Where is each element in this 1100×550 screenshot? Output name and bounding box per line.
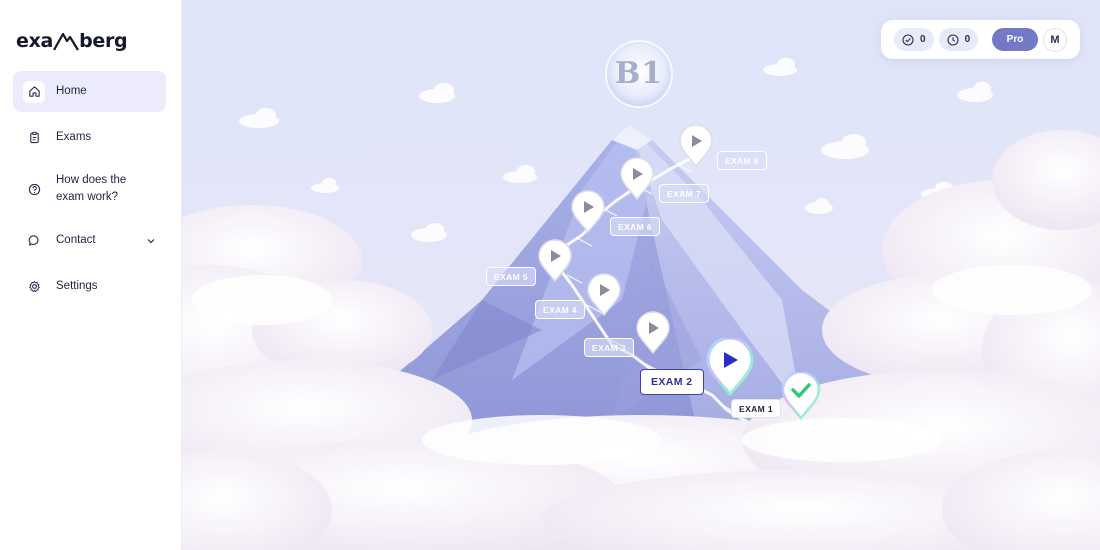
mountain-logo-icon xyxy=(53,32,80,51)
chevron-down-icon[interactable] xyxy=(146,236,156,246)
play-icon xyxy=(584,201,594,213)
sidebar-item-how-exam-works[interactable]: How does the exam work? xyxy=(13,163,166,215)
sidebar-item-label: Contact xyxy=(56,234,96,246)
user-avatar[interactable]: M xyxy=(1043,28,1067,52)
clipboard-icon xyxy=(23,127,45,149)
play-icon xyxy=(649,322,659,334)
mountain-scene-illustration xyxy=(182,40,1100,550)
exam-3-label[interactable]: EXAM 3 xyxy=(584,338,635,357)
examberg-logo[interactable]: exa berg xyxy=(16,22,128,52)
exam-8-label[interactable]: EXAM 8 xyxy=(717,151,768,170)
sidebar: exa berg Home Exams How does the exam wo… xyxy=(0,0,182,550)
exam-4-pin[interactable] xyxy=(586,273,622,317)
exam-5-label[interactable]: EXAM 5 xyxy=(486,267,537,286)
play-icon xyxy=(551,250,561,262)
exam-5-pin[interactable] xyxy=(537,239,573,283)
time-count: 0 xyxy=(964,34,971,45)
top-status-bar: 0 0 Pro M xyxy=(881,20,1080,59)
exam-4-label[interactable]: EXAM 4 xyxy=(535,300,586,319)
exam-path-map: B1 xyxy=(182,0,1100,550)
exam-1-pin[interactable] xyxy=(781,372,821,420)
checkmark-icon xyxy=(791,383,811,398)
clock-icon xyxy=(947,33,959,46)
completed-exams-counter[interactable]: 0 xyxy=(894,28,934,51)
exam-1-label[interactable]: EXAM 1 xyxy=(731,399,782,418)
play-icon xyxy=(724,352,738,368)
sidebar-item-contact[interactable]: Contact xyxy=(13,220,166,261)
exam-2-label[interactable]: EXAM 2 xyxy=(640,369,704,395)
check-circle-icon xyxy=(902,33,914,46)
play-icon xyxy=(692,135,702,147)
exam-6-pin[interactable] xyxy=(570,190,606,234)
exam-7-pin[interactable] xyxy=(619,157,655,201)
sidebar-item-label: Home xyxy=(56,85,87,97)
exam-8-pin[interactable] xyxy=(678,124,714,168)
logo-text-right: berg xyxy=(79,30,128,52)
help-circle-icon xyxy=(23,178,45,200)
sidebar-nav: Home Exams How does the exam work? Conta… xyxy=(13,71,166,307)
chat-bubble-icon xyxy=(23,230,45,252)
exam-2-pin[interactable] xyxy=(706,338,754,396)
sidebar-item-exams[interactable]: Exams xyxy=(13,117,166,158)
sidebar-item-label: How does the exam work? xyxy=(56,174,127,203)
level-badge: B1 xyxy=(614,56,664,91)
home-icon xyxy=(23,80,45,103)
gear-icon xyxy=(23,276,45,298)
play-icon xyxy=(600,284,610,296)
play-icon xyxy=(633,168,643,180)
sidebar-item-label: Exams xyxy=(56,131,92,143)
logo-text-left: exa xyxy=(16,30,54,52)
exam-7-label[interactable]: EXAM 7 xyxy=(659,184,710,203)
exam-6-label[interactable]: EXAM 6 xyxy=(610,217,661,236)
exam-3-pin[interactable] xyxy=(635,311,671,355)
sidebar-item-label: Settings xyxy=(56,280,98,292)
time-counter[interactable]: 0 xyxy=(938,28,979,51)
completed-count: 0 xyxy=(920,34,926,45)
sidebar-item-home[interactable]: Home xyxy=(13,71,166,112)
pro-upgrade-button[interactable]: Pro xyxy=(992,28,1038,51)
sidebar-item-settings[interactable]: Settings xyxy=(13,266,166,307)
